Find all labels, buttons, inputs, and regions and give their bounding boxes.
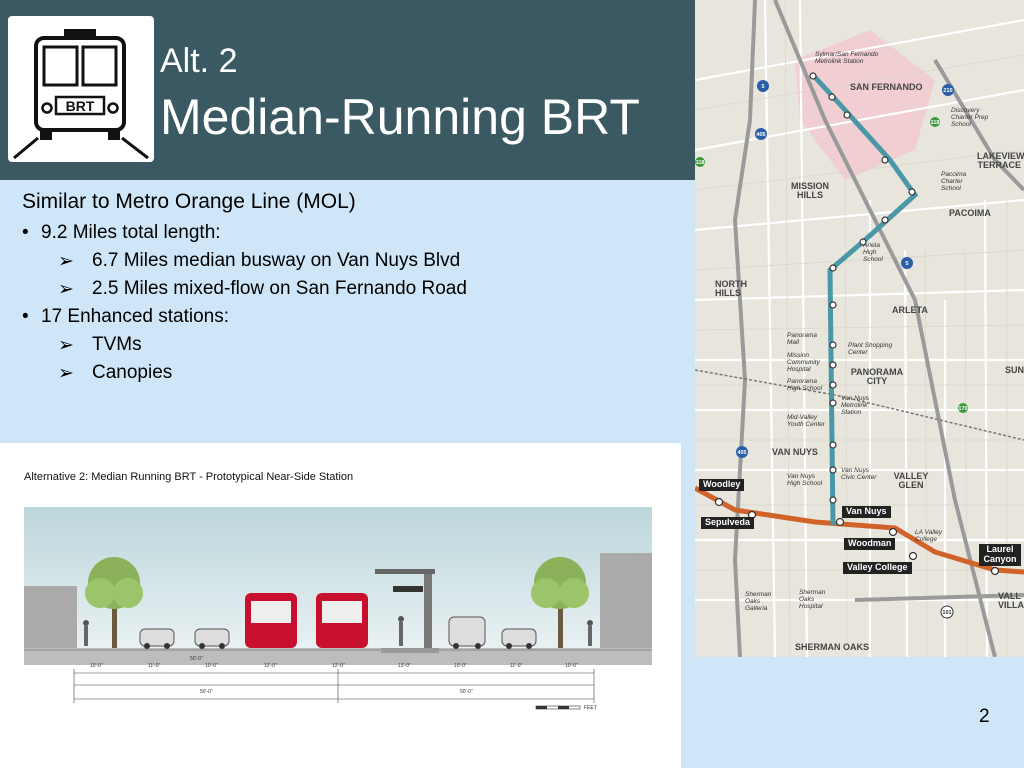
map-place-label: Sherman Oaks Galleria — [745, 591, 772, 612]
shield-5-label: 5 — [761, 84, 764, 90]
map-area-label: SHERMAN OAKS — [795, 642, 870, 652]
map-area-label: PACOIMA — [949, 208, 991, 218]
bullet-stations: 17 Enhanced stations: — [22, 306, 672, 328]
bullet-list: Similar to Metro Orange Line (MOL) 9.2 M… — [22, 190, 672, 390]
shield-118-label: 118 — [931, 120, 940, 126]
freeway-shield-icon — [695, 80, 968, 619]
route-map: 5 405 118 210 118 5 405 170 101 SAN FERN… — [695, 0, 1024, 657]
scale-label: FEET — [584, 705, 597, 711]
map-place-label: Sylmar/San Fernando Metrolink Station — [815, 51, 879, 65]
dim-label-total-right: 50'-0" — [460, 689, 473, 695]
map-place-label: Panorama Mall — [787, 332, 817, 346]
map-area-label: NORTH HILLS — [715, 279, 747, 299]
dim-label: 10'-0" — [90, 663, 103, 669]
bus-icon-text: BRT — [66, 98, 95, 114]
dim-label: 11'-0" — [148, 663, 161, 669]
shield-118-label: 118 — [696, 160, 705, 166]
map-place-label: Van Nuys Civic Center — [841, 467, 877, 481]
dim-label: 12'-0" — [332, 663, 345, 669]
map-area-label: MISSION HILLS — [790, 181, 829, 201]
dim-label: 11'-0" — [510, 663, 523, 669]
dim-label-total-left: 50'-0" — [200, 689, 213, 695]
map-place-label: Arleta High School — [863, 242, 883, 263]
dim-label: 50'-0" — [190, 656, 203, 662]
shield-101-label: 101 — [942, 610, 951, 616]
map-place-label: Plant Shopping Center — [848, 342, 893, 356]
station-label-woodman: Woodman — [844, 538, 896, 550]
cross-section-diagram: Alternative 2: Median Running BRT - Prot… — [0, 443, 681, 768]
station-label-van-nuys: Van Nuys — [842, 506, 891, 518]
arrow-icon: ➢ — [58, 363, 74, 384]
station-label-laurel-canyon: Laurel Canyon — [979, 544, 1021, 566]
street-section-drawing — [24, 507, 652, 710]
slide-header: BRT Alt. 2 Median-Running BRT — [0, 0, 695, 180]
arrow-icon: ➢ — [58, 335, 74, 356]
slide-title: Median-Running BRT — [160, 89, 640, 145]
dim-label: 10'-0" — [205, 663, 218, 669]
station-label-woodley: Woodley — [699, 479, 745, 491]
map-area-label: ARLETA — [892, 305, 928, 315]
map-place-label: Van Nuys High School — [787, 473, 823, 487]
map-area-label: LAKEVIEW TERRACE — [977, 151, 1024, 171]
page-number: 2 — [979, 706, 990, 727]
station-label-valley-college: Valley College — [843, 562, 912, 574]
map-place-label: Sherman Oaks Hospital — [799, 589, 826, 610]
map-area-label: SAN FERNANDO — [850, 82, 923, 92]
station-label-sepulveda: Sepulveda — [701, 517, 755, 529]
dim-label: 10'-0" — [454, 663, 467, 669]
map-area-label: VALL VILLA — [998, 591, 1024, 611]
bullet-intro: Similar to Metro Orange Line (MOL) — [22, 190, 356, 213]
map-place-label: Panorama High School — [787, 378, 823, 392]
map-place-label: Pacoima Charter School — [941, 171, 967, 192]
shield-210-label: 210 — [943, 88, 952, 94]
map-area-label: VAN NUYS — [772, 447, 818, 457]
dim-label: 10'-0" — [565, 663, 578, 669]
arrow-icon: ➢ — [58, 251, 74, 272]
shield-5-label: 5 — [905, 261, 908, 267]
sub-bullet: ➢6.7 Miles median busway on Van Nuys Blv… — [58, 250, 461, 272]
sub-bullet: ➢2.5 Miles mixed-flow on San Fernando Ro… — [58, 278, 467, 300]
diagram-title: Alternative 2: Median Running BRT - Prot… — [24, 471, 354, 483]
sub-bullet: ➢Canopies — [58, 362, 173, 384]
bullet-length: 9.2 Miles total length: — [22, 222, 672, 244]
shield-170-label: 170 — [958, 406, 967, 412]
sub-bullet: ➢TVMs — [58, 334, 142, 356]
shield-405-label: 405 — [756, 132, 765, 138]
map-place-label: Mid-Valley Youth Center — [787, 414, 825, 428]
map-place-label: LA Valley College — [915, 529, 942, 543]
dim-label: 13'-0" — [398, 663, 411, 669]
map-place-label: Mission Community Hospital — [787, 352, 820, 373]
slide-subtitle: Alt. 2 — [160, 42, 238, 80]
map-area-label: PANORAMA CITY — [850, 367, 904, 387]
map-area-label: SUN — [1005, 365, 1024, 375]
shield-405-label: 405 — [737, 450, 746, 456]
map-area-label: VALLEY GLEN — [893, 471, 929, 491]
arrow-icon: ➢ — [58, 279, 74, 300]
map-place-label: Van Nuys Metrolink Station — [841, 395, 869, 416]
bus-icon: BRT — [8, 16, 154, 162]
map-place-label: Discovery Charter Prep School — [951, 107, 989, 128]
dim-label: 12'-0" — [264, 663, 277, 669]
